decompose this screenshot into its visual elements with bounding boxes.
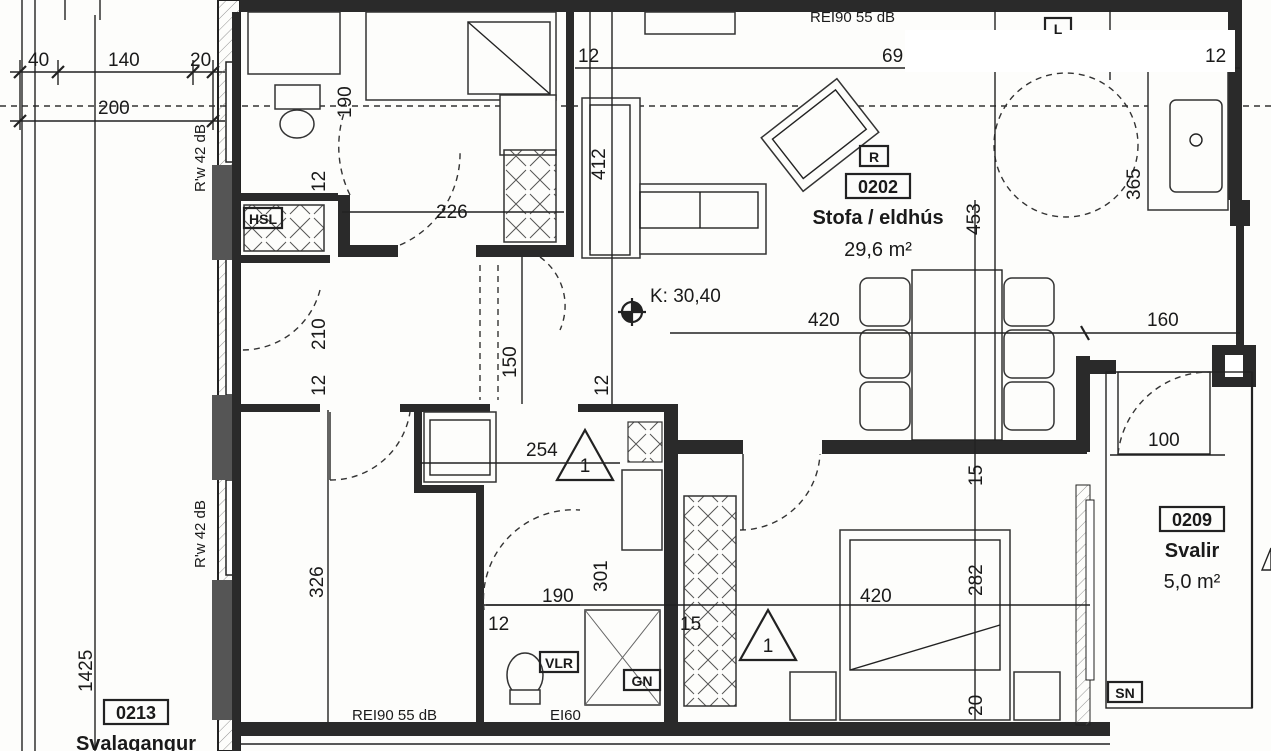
tag-labels: HSL VLR GN SN R L	[249, 21, 1135, 701]
dim-226: 226	[436, 202, 468, 223]
dim-1425: 1425	[76, 650, 97, 692]
sn-tag: SN	[1115, 685, 1134, 701]
dim-12-top: 12	[578, 46, 599, 67]
dim-412: 412	[589, 148, 610, 180]
walls	[212, 0, 1256, 751]
dim-420-lower: 420	[860, 586, 892, 607]
dim-15-bath: 15	[680, 614, 701, 635]
dim-420-upper: 420	[808, 310, 840, 331]
dim-12-hsl: 12	[309, 171, 330, 192]
dim-100: 100	[1148, 430, 1180, 451]
furniture	[243, 10, 1229, 721]
sn-tag-box	[1106, 680, 1144, 704]
section-label-2: 1	[763, 636, 774, 657]
dim-326: 326	[307, 566, 328, 598]
dim-20-top: 20	[190, 50, 211, 71]
room-area-svalir: 5,0 m²	[1164, 571, 1221, 593]
dim-254: 254	[526, 440, 558, 461]
marker-labels: K: 30,40 1 1	[580, 286, 774, 657]
room-labels: 0202 Stofa / eldhús 29,6 m² 0209 Svalir …	[76, 177, 1221, 751]
vlr-tag: VLR	[545, 655, 573, 671]
dim-12-top-right: 12	[1205, 46, 1226, 67]
dim-453: 453	[964, 203, 985, 235]
dining-chairs	[859, 277, 1055, 431]
dim-15-bedroom: 15	[966, 465, 987, 486]
wall-rating-top: REI90 55 dB	[810, 9, 895, 26]
dim-12-center: 12	[592, 375, 613, 396]
north-marker	[1260, 547, 1271, 571]
r-tag-box	[858, 144, 890, 168]
vlr-tag-box	[538, 650, 580, 674]
section-marker-2	[738, 607, 798, 662]
dim-190-vertical: 190	[335, 86, 356, 118]
elevation-marker	[618, 298, 646, 326]
gn-tag: GN	[632, 673, 653, 689]
dim-69: 69	[882, 46, 903, 67]
wall-rating-left-upper: R'w 42 dB	[192, 124, 209, 192]
room-number-0209: 0209	[1172, 510, 1212, 530]
hsl-tag-box	[242, 206, 284, 230]
wall-rating-left-lower: R'w 42 dB	[192, 500, 209, 568]
dim-150: 150	[500, 346, 521, 378]
hsl-tag: HSL	[249, 211, 277, 227]
room-name-svalir: Svalir	[1165, 540, 1220, 562]
dim-40: 40	[28, 50, 49, 71]
door-rating-ei60: EI60	[550, 707, 581, 724]
room-number-box-0213	[102, 698, 170, 726]
dim-12-bath: 12	[488, 614, 509, 635]
l-tag: L	[1054, 21, 1063, 37]
dim-365: 365	[1124, 168, 1145, 200]
gn-tag-box	[622, 668, 662, 692]
room-number-box-0202	[844, 172, 912, 200]
dim-301: 301	[591, 560, 612, 592]
section-marker-1	[555, 427, 615, 482]
dim-282: 282	[966, 564, 987, 596]
room-area-stofa: 29,6 m²	[844, 239, 912, 261]
dim-12-left: 12	[309, 375, 330, 396]
scan-white-patch	[905, 30, 1235, 72]
r-tag: R	[869, 149, 879, 165]
wall-rating-bottom: REI90 55 dB	[352, 707, 437, 724]
room-name-stofa: Stofa / eldhús	[812, 207, 943, 229]
dimension-labels: 40 140 20 200 190 12 69 12 412 226 453 3…	[28, 46, 1226, 716]
dim-20-bottom: 20	[966, 695, 987, 716]
room-number-0202: 0202	[858, 177, 898, 197]
section-label-1: 1	[580, 456, 591, 477]
dim-200: 200	[98, 98, 130, 119]
wall-rating-labels: REI90 55 dB REI90 55 dB EI60 R'w 42 dB R…	[192, 9, 895, 724]
room-number-0213: 0213	[116, 703, 156, 723]
dim-210: 210	[309, 318, 330, 350]
room-name-svalagangur: Svalagangur	[76, 733, 196, 751]
room-number-box-0209	[1158, 505, 1226, 533]
dim-160: 160	[1147, 310, 1179, 331]
dim-140: 140	[108, 50, 140, 71]
dim-190-horizontal: 190	[542, 586, 574, 607]
elevation-label: K: 30,40	[650, 286, 721, 307]
